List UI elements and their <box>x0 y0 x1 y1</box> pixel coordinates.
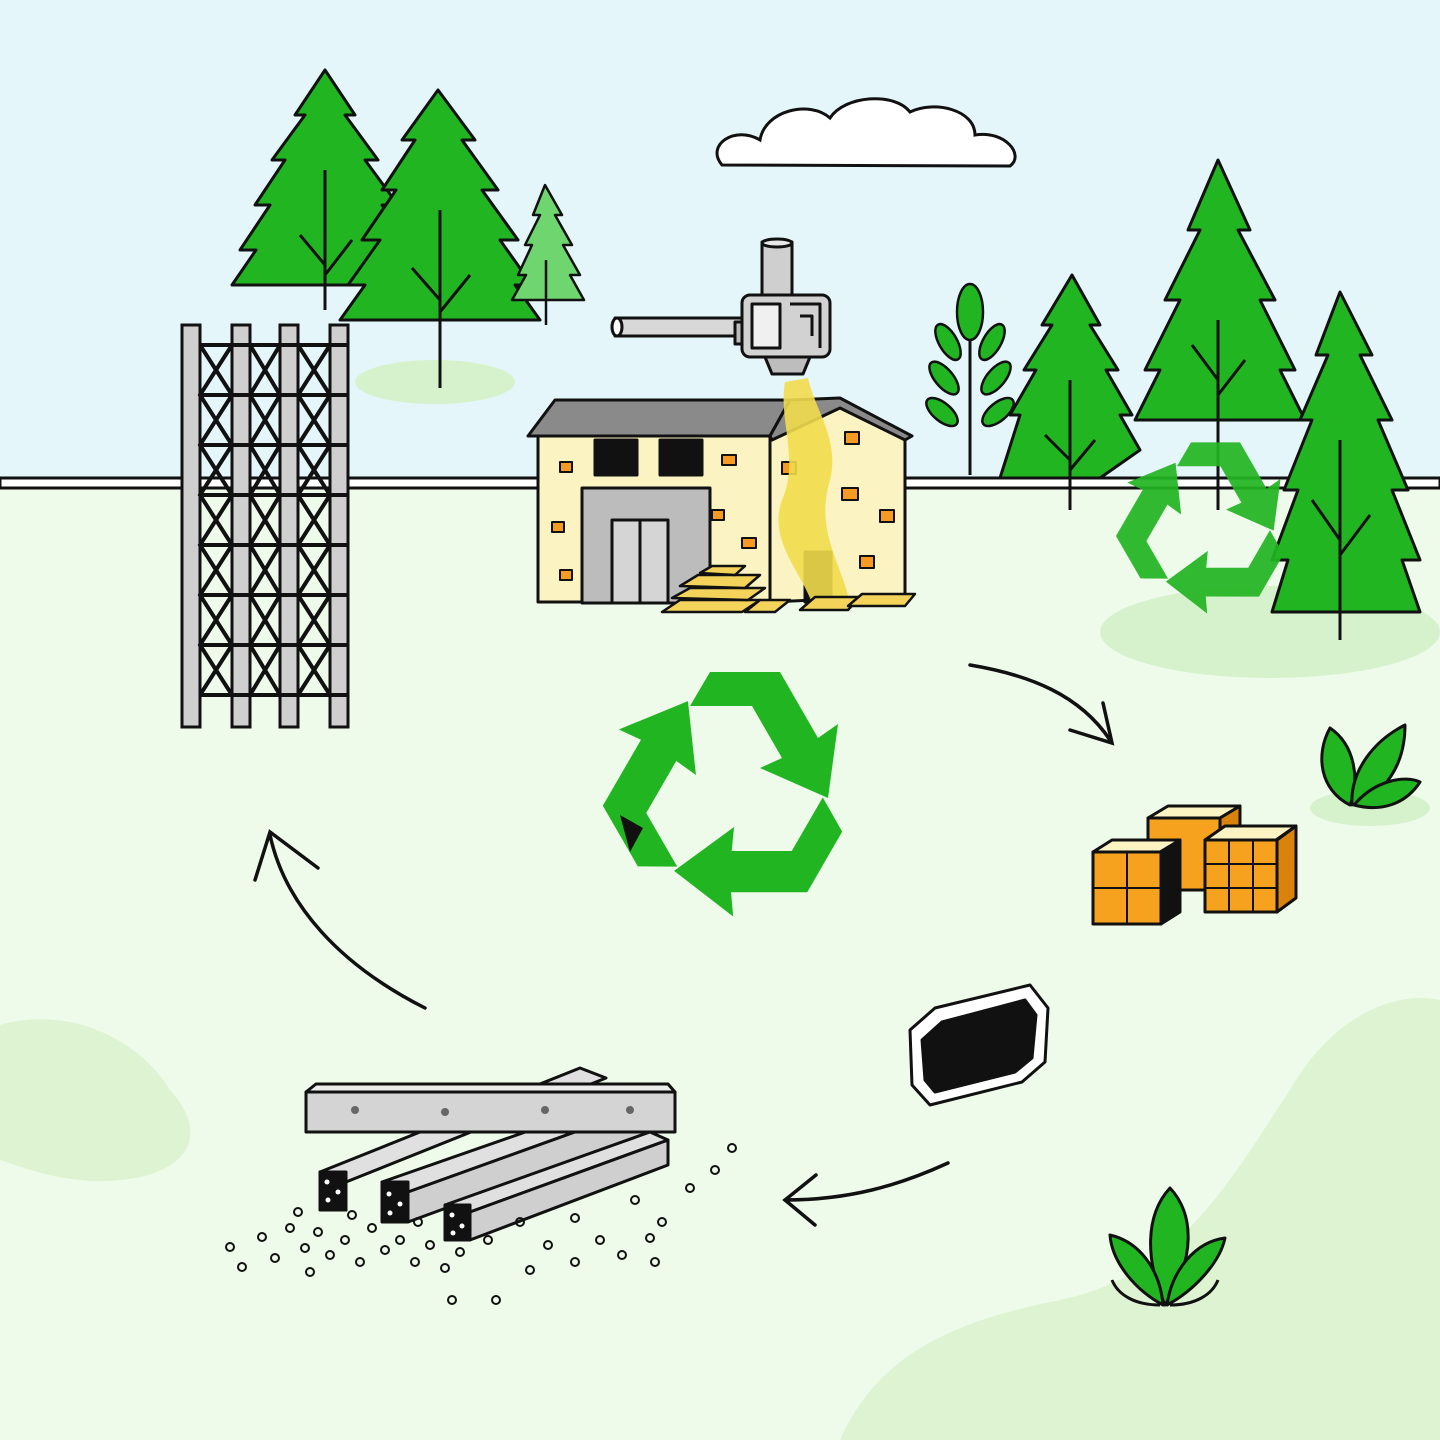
granules <box>225 1143 737 1305</box>
gold-bars <box>660 564 917 614</box>
cloud <box>715 97 1017 168</box>
tree-right-3 <box>1270 290 1422 640</box>
arrow-top-right <box>968 663 1115 746</box>
orange-crates <box>1091 804 1298 926</box>
plant-right <box>1320 723 1422 810</box>
steel-beams <box>304 1066 677 1242</box>
tree-left-3 <box>510 183 586 325</box>
central-recycle-symbol <box>580 672 853 940</box>
tree-right-1 <box>998 273 1142 510</box>
blob-bottom-left <box>0 1019 191 1181</box>
ground-patch-left <box>355 360 515 404</box>
arrow-left <box>253 829 427 1010</box>
arrow-bottom <box>782 1161 950 1227</box>
blob-bottom-right <box>840 998 1440 1440</box>
steel-lattice-tower <box>180 323 350 729</box>
sapling <box>925 282 1015 475</box>
smelting-crane <box>610 237 832 376</box>
tree-left-2 <box>338 88 542 388</box>
plant-bottom <box>1108 1186 1227 1307</box>
black-slab <box>908 983 1050 1107</box>
tree-right-2 <box>1133 158 1307 510</box>
